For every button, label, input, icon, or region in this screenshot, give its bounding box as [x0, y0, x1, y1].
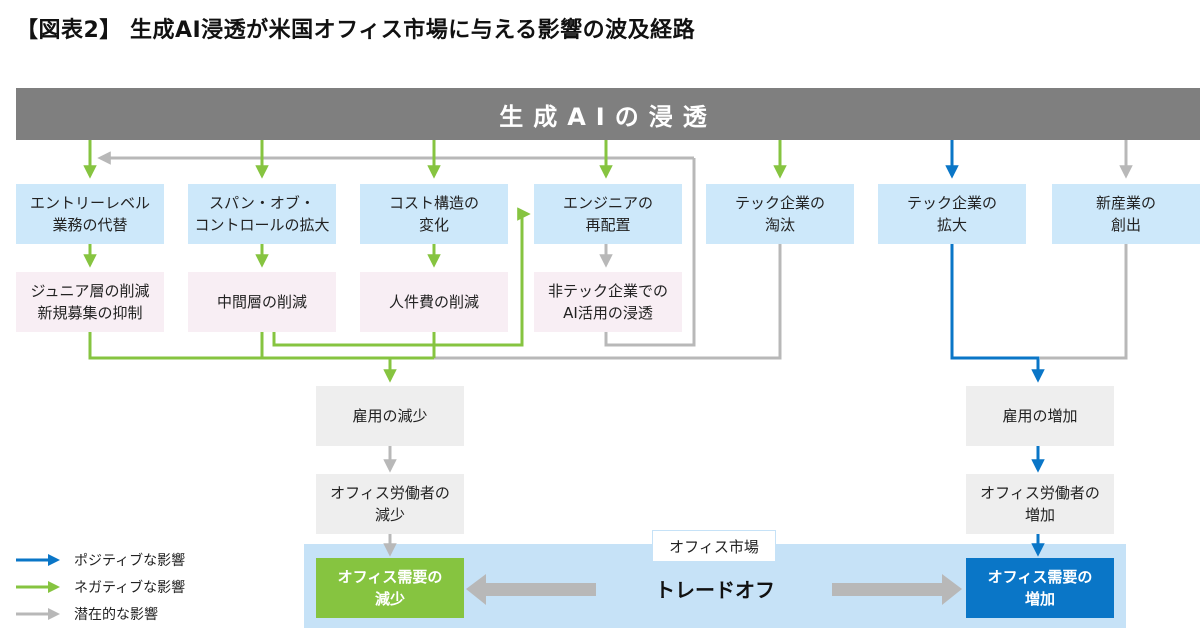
- tech-expansion-box: テック企業の 拡大: [878, 184, 1026, 244]
- page-title: 【図表2】 生成AI浸透が米国オフィス市場に与える影響の波及経路: [16, 18, 696, 43]
- tradeoff-label: トレードオフ: [655, 577, 775, 602]
- office-market-label: オフィス市場: [652, 530, 776, 562]
- span-of-control-box: スパン・オブ・ コントロールの拡大: [188, 184, 336, 244]
- positive-impact-lines: [945, 140, 1045, 557]
- cost-structure-box: コスト構造の 変化: [360, 184, 508, 244]
- tradeoff-arrow: [466, 574, 962, 605]
- legend-positive: ポジティブな影響: [16, 550, 185, 570]
- entry-level-replacement-box: エントリーレベル 業務の代替: [16, 184, 164, 244]
- legend-potential: 潜在的な影響: [16, 604, 158, 624]
- office-workers-decrease-box: オフィス労働者の 減少: [316, 474, 464, 534]
- office-demand-decrease-box: オフィス需要の 減少: [316, 558, 464, 618]
- negative-impact-lines: [83, 140, 787, 383]
- office-workers-increase-box: オフィス労働者の 増加: [966, 474, 1114, 534]
- engineer-reallocation-box: エンジニアの 再配置: [534, 184, 682, 244]
- junior-reduction-box: ジュニア層の削減 新規募集の抑制: [16, 272, 164, 332]
- labor-cost-reduction-box: 人件費の削減: [360, 272, 508, 332]
- negative-arrow-icon: [16, 581, 60, 593]
- potential-feedback-lines: [97, 140, 1133, 557]
- employment-increase-box: 雇用の増加: [966, 386, 1114, 446]
- office-demand-increase-box: オフィス需要の 増加: [966, 558, 1114, 618]
- legend-positive-label: ポジティブな影響: [74, 553, 186, 569]
- potential-arrow-icon: [16, 608, 60, 620]
- new-industry-box: 新産業の 創出: [1052, 184, 1200, 244]
- legend-negative: ネガティブな影響: [16, 577, 185, 597]
- tech-shakeout-box: テック企業の 淘汰: [706, 184, 854, 244]
- genai-banner: 生成AIの浸透: [16, 88, 1200, 140]
- nontech-ai-adoption-box: 非テック企業での AI活用の浸透: [534, 272, 682, 332]
- legend-potential-label: 潜在的な影響: [74, 607, 158, 623]
- employment-decrease-box: 雇用の減少: [316, 386, 464, 446]
- middle-layer-reduction-box: 中間層の削減: [188, 272, 336, 332]
- legend-negative-label: ネガティブな影響: [74, 580, 186, 596]
- positive-arrow-icon: [16, 554, 60, 566]
